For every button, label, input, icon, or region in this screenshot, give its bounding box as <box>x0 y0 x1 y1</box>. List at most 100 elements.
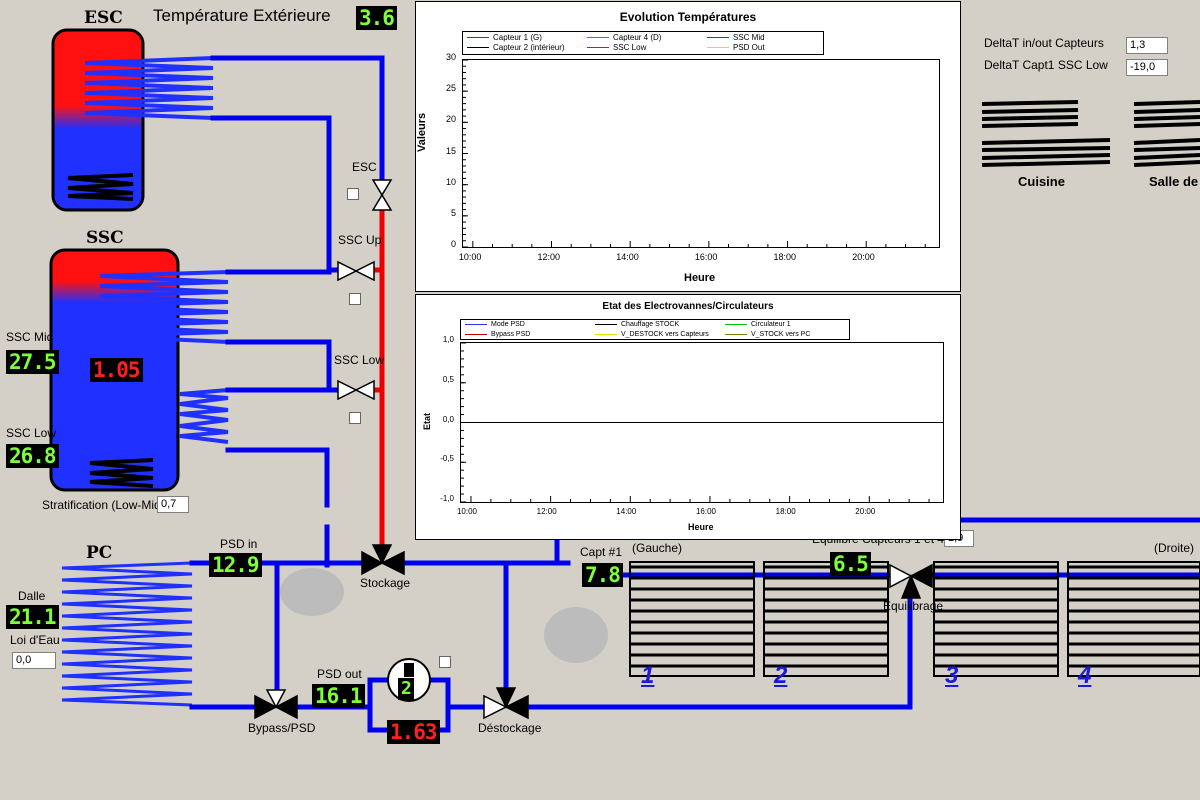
valve-ssc-low-checkbox[interactable] <box>349 412 361 424</box>
chart2-title: Etat des Electrovannes/Circulateurs <box>602 301 774 312</box>
valve-stockage-shape <box>361 544 405 576</box>
valve-stockage-label: Stockage <box>360 576 411 590</box>
collector-4-link[interactable]: 4 <box>1078 662 1092 689</box>
y-tick-label: 15 <box>445 145 456 156</box>
legend-entry: Bypass PSD <box>465 331 530 338</box>
legend-label: Chauffage STOCK <box>621 321 680 328</box>
x-tick-label: 10:00 <box>458 252 482 262</box>
legend-swatch <box>595 323 617 325</box>
psd-in-display: 12.9 <box>209 553 262 577</box>
valve-ssc-up-shape <box>337 260 375 282</box>
legend-entry: Capteur 2 (intérieur) <box>467 43 565 52</box>
delta-capt-field[interactable]: -19,0 <box>1126 59 1168 76</box>
legend-entry: PSD Out <box>707 43 765 52</box>
legend-swatch <box>465 333 487 335</box>
delta-inout-label: DeltaT in/out Capteurs <box>984 36 1104 50</box>
ssc-low-label: SSC Low <box>6 426 57 440</box>
chart1-legend: Capteur 1 (G)Capteur 2 (intérieur)Capteu… <box>462 31 824 55</box>
outside-temp-label: Température Extérieure <box>153 6 331 25</box>
y-tick-label: 30 <box>445 52 456 62</box>
valve-equilibrage-shape <box>889 563 933 599</box>
valve-bypass-shape <box>254 689 298 720</box>
valve-state-chart: Etat des Electrovannes/Circulateurs Mode… <box>415 294 961 540</box>
y-tick-label: 5 <box>450 207 456 218</box>
legend-swatch <box>725 323 747 325</box>
pc-coil <box>61 561 193 707</box>
psd-pump-display: 1.63 <box>387 720 440 744</box>
stratification-field[interactable]: 0,7 <box>157 496 189 513</box>
y-tick-label: 0 <box>450 239 456 249</box>
esc-bottom-coil <box>67 173 134 201</box>
room-cuisine-label: Cuisine <box>1018 174 1065 189</box>
capt1-label: Capt #1 <box>580 545 623 559</box>
dalle-display: 21.1 <box>6 605 59 629</box>
red-pipe <box>373 208 385 545</box>
x-tick-label: 12:00 <box>537 252 561 262</box>
legend-entry: V_DESTOCK vers Capteurs <box>595 331 709 338</box>
legend-label: V_DESTOCK vers Capteurs <box>621 331 709 338</box>
chart2-ylabel: Etat <box>422 412 432 430</box>
legend-label: PSD Out <box>733 43 765 52</box>
ssc-title: SSC <box>86 228 124 248</box>
collector-1-link[interactable]: 1 <box>641 662 655 689</box>
x-tick-label: 20:00 <box>855 507 876 516</box>
y-tick-label: 0,5 <box>442 374 454 384</box>
radiators <box>981 100 1200 167</box>
x-tick-label: 12:00 <box>536 507 557 516</box>
legend-swatch <box>467 37 489 39</box>
legend-entry: SSC Mid <box>707 33 765 42</box>
psd-pump-checkbox[interactable] <box>439 656 451 668</box>
psd-out-display: 16.1 <box>312 684 365 708</box>
droite-label: (Droite) <box>1154 541 1195 555</box>
y-tick-label: 25 <box>445 83 456 94</box>
legend-swatch <box>707 37 729 39</box>
chart1-xlabel: Heure <box>684 272 716 284</box>
collector-2-link[interactable]: 2 <box>774 662 788 689</box>
y-tick-label: 20 <box>445 114 456 125</box>
blue-pipes <box>189 55 1200 733</box>
legend-swatch <box>725 333 747 335</box>
legend-swatch <box>595 333 617 335</box>
valve-esc-checkbox[interactable] <box>347 188 359 200</box>
ssc-mid-display: 27.5 <box>6 350 59 374</box>
collector-3-link[interactable]: 3 <box>945 662 959 689</box>
pc-title: PC <box>86 543 113 563</box>
loi-eau-label: Loi d'Eau <box>10 633 60 647</box>
chart2-legend: Mode PSD Bypass PSD Chauffage STOCK V_DESTO… <box>460 319 850 340</box>
ssc-mid-label: SSC Mid <box>6 330 54 344</box>
legend-swatch <box>587 47 609 49</box>
legend-label: Capteur 2 (intérieur) <box>493 43 565 52</box>
valve-ssc-up-label: SSC Up <box>338 233 382 247</box>
ssc-lower-coil <box>179 388 229 444</box>
stratification-label: Stratification (Low-Mid) <box>42 498 165 512</box>
psd-out-label: PSD out <box>317 667 362 681</box>
valve-bypass-label: Bypass/PSD <box>248 721 316 735</box>
valve-equilibrage-label: Equilibrage <box>883 599 944 613</box>
legend-entry: Mode PSD <box>465 321 525 328</box>
legend-label: SSC Mid <box>733 33 765 42</box>
legend-entry: Chauffage STOCK <box>595 321 679 328</box>
psd-pump-number[interactable]: 2 <box>398 678 414 700</box>
legend-entry: Capteur 4 (D) <box>587 33 661 42</box>
ssc-bottom-coil <box>89 458 154 488</box>
valve-ssc-up-checkbox[interactable] <box>349 293 361 305</box>
outside-temp-display: 3.6 <box>356 6 397 30</box>
legend-entry: SSC Low <box>587 43 646 52</box>
x-tick-label: 10:00 <box>456 507 477 516</box>
esc-title: ESC <box>84 8 123 28</box>
temperature-chart: Evolution Températures Capteur 1 (G)Capt… <box>415 1 961 292</box>
room-salle-label: Salle de <box>1149 174 1199 189</box>
delta-capt-label: DeltaT Capt1 SSC Low <box>984 58 1108 72</box>
y-tick-label: -0,5 <box>440 454 454 464</box>
legend-entry: Circulateur 1 <box>725 321 791 328</box>
chart2-plot-area <box>460 342 944 503</box>
y-tick-label: 10 <box>445 176 456 187</box>
collector-panels <box>629 561 1200 677</box>
x-tick-label: 14:00 <box>616 252 639 262</box>
loi-eau-field[interactable]: 0,0 <box>12 652 56 669</box>
legend-label: V_STOCK vers PC <box>751 331 811 338</box>
legend-label: Capteur 4 (D) <box>613 33 662 42</box>
valve-destockage-label: Déstockage <box>478 721 542 735</box>
delta-inout-field[interactable]: 1,3 <box>1126 37 1168 54</box>
ssc-low-display: 26.8 <box>6 444 59 468</box>
